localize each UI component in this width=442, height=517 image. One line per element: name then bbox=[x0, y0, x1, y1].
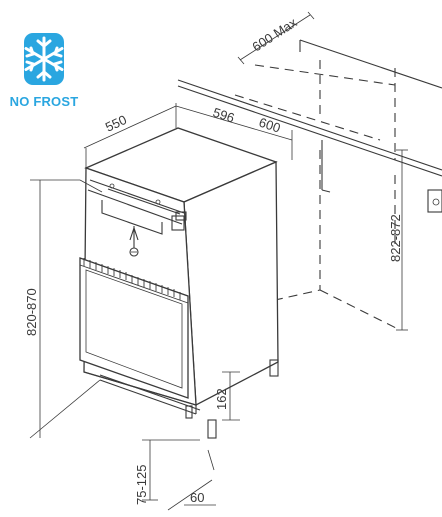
dimension-niche-width: 600 bbox=[257, 115, 282, 136]
screw-icon bbox=[129, 226, 139, 257]
no-frost-badge: NO FROST bbox=[10, 33, 79, 109]
dimension-appliance-depth: 550 bbox=[103, 112, 129, 135]
door-seal bbox=[79, 257, 189, 304]
dimension-appliance-width: 596 bbox=[211, 105, 236, 126]
dimension-lines bbox=[29, 11, 408, 511]
snowflake-icon bbox=[24, 36, 64, 82]
dimension-plinth-height: 162 bbox=[214, 388, 229, 410]
dimension-foot-height: 75-125 bbox=[134, 465, 149, 505]
appliance-body bbox=[79, 127, 279, 439]
dimension-niche-height: 822-872 bbox=[388, 214, 403, 262]
dimension-cabinet-depth: 600 Max bbox=[249, 15, 299, 55]
niche-outline bbox=[177, 39, 442, 331]
dimension-appliance-height: 820-870 bbox=[24, 288, 39, 336]
badge-label: NO FROST bbox=[10, 94, 79, 109]
dimension-plinth-gap: 60 bbox=[190, 490, 204, 505]
